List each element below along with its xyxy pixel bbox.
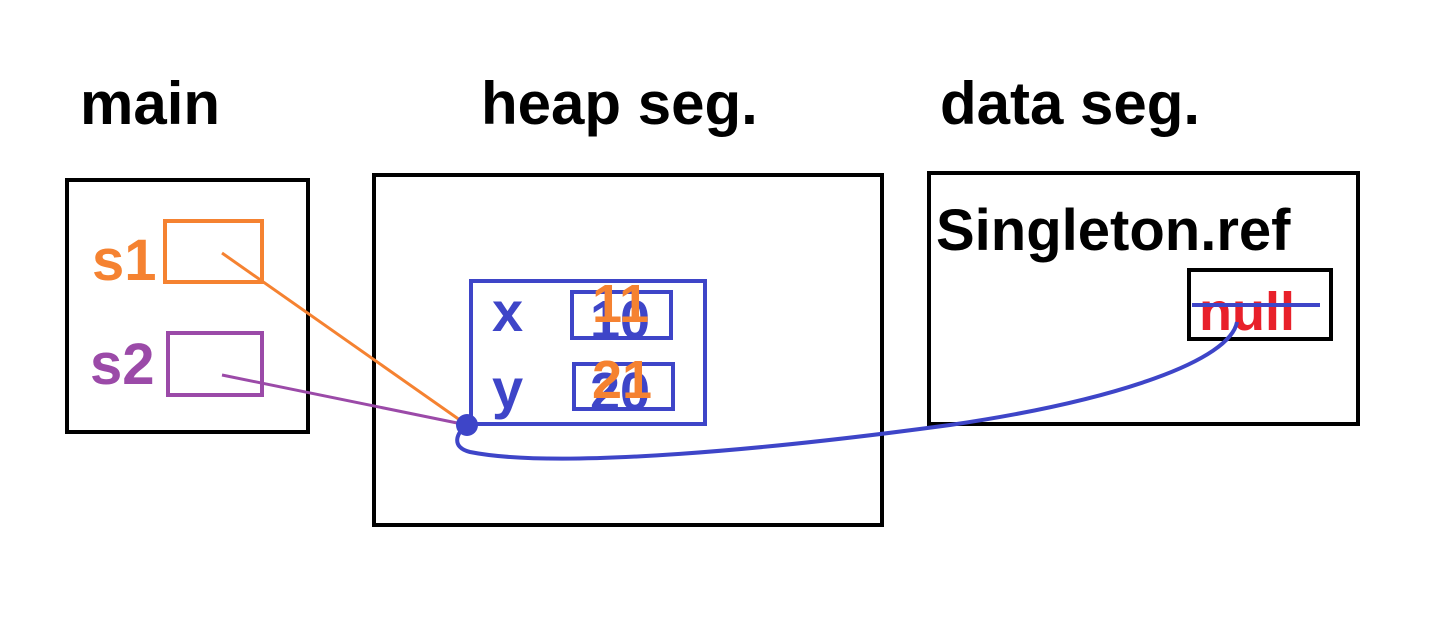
singleton-ref-reference-curve bbox=[455, 321, 1239, 461]
singleton-ref-label: Singleton.ref bbox=[936, 198, 1291, 263]
y-field-box bbox=[572, 362, 675, 411]
heap-segment-box bbox=[372, 173, 884, 527]
s1-label: s1 bbox=[92, 228, 157, 293]
data-title: data seg. bbox=[940, 70, 1200, 137]
ref-slot bbox=[1187, 268, 1333, 341]
y-new-value: 21 bbox=[592, 350, 652, 410]
heap-title: heap seg. bbox=[481, 70, 758, 137]
s2-reference-line bbox=[221, 373, 468, 427]
s1-reference-line bbox=[221, 251, 468, 427]
x-field-box bbox=[570, 290, 673, 340]
x-field-label: x bbox=[492, 280, 523, 343]
y-field-label: y bbox=[492, 357, 523, 420]
s2-label: s2 bbox=[90, 332, 155, 397]
s2-slot bbox=[166, 331, 264, 397]
singleton-object bbox=[469, 279, 707, 426]
s1-slot bbox=[163, 219, 264, 284]
data-segment-box bbox=[927, 171, 1360, 426]
null-value: null bbox=[1199, 282, 1295, 342]
object-reference-dot bbox=[456, 414, 478, 436]
main-title: main bbox=[80, 70, 220, 137]
y-old-value: 20 bbox=[590, 362, 650, 422]
main-frame-box bbox=[65, 178, 310, 434]
x-new-value: 11 bbox=[592, 274, 649, 334]
x-old-value: 10 bbox=[590, 290, 650, 350]
